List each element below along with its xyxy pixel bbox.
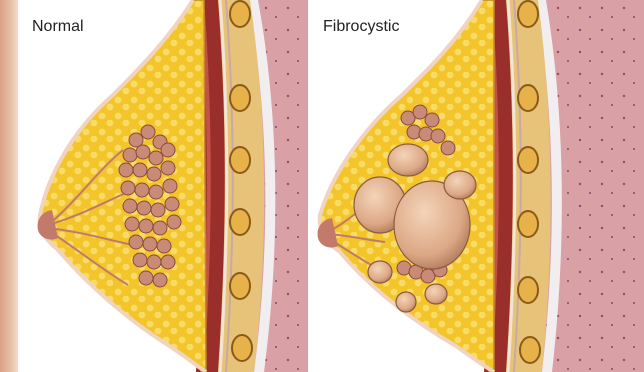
label-normal: Normal [32,18,84,36]
label-fibrocystic: Fibrocystic [323,18,399,36]
fibrocystic-breast-illustration [310,0,644,372]
normal-breast-illustration [18,0,308,372]
skin-edge-strip [0,0,18,372]
